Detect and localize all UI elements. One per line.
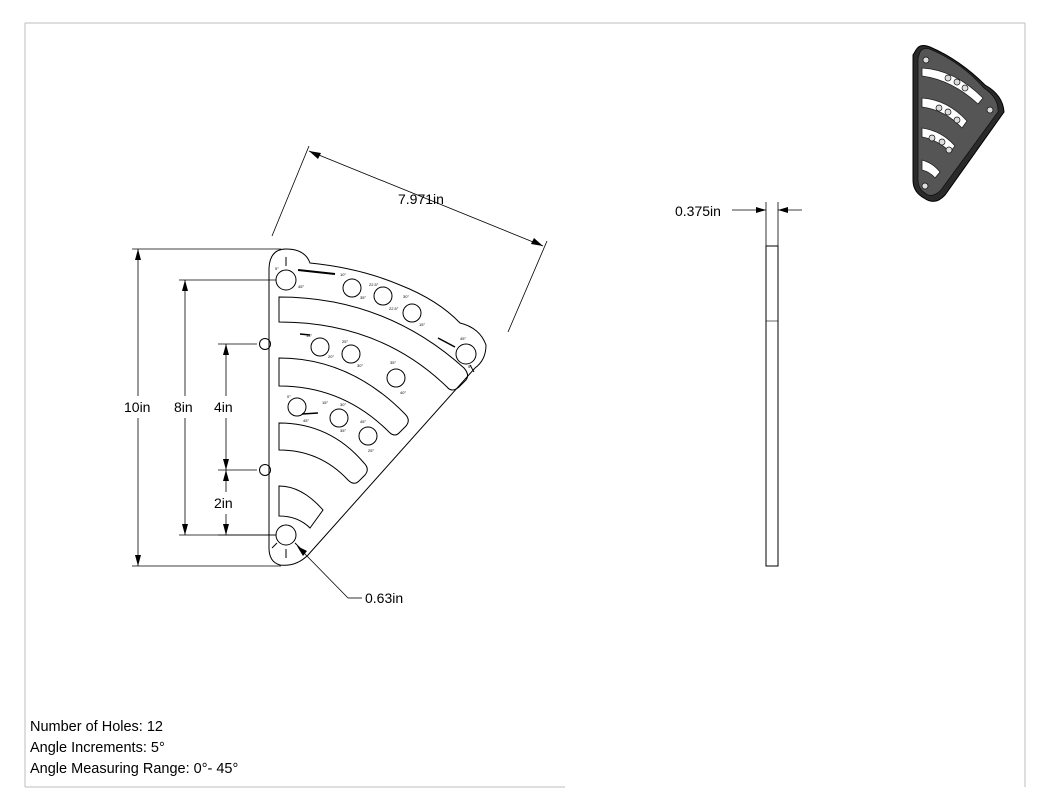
pivot-hole-top bbox=[275, 269, 297, 291]
plate-label: 5° bbox=[468, 364, 472, 369]
pivot-hole-bottom bbox=[275, 524, 297, 546]
arrowhead bbox=[756, 207, 766, 213]
preview-hole bbox=[944, 74, 952, 82]
plate-label: 40° bbox=[400, 390, 406, 395]
preview-hole bbox=[922, 56, 930, 64]
angle-hole bbox=[287, 397, 307, 417]
slot-3 bbox=[278, 422, 368, 484]
preview-hole bbox=[961, 84, 969, 92]
plate-label: 10° bbox=[340, 272, 346, 277]
preview-slot bbox=[921, 67, 984, 105]
dimension-line bbox=[308, 150, 544, 247]
plate-label: 30° bbox=[403, 294, 409, 299]
slot-2 bbox=[278, 357, 409, 436]
arrowhead bbox=[135, 249, 141, 260]
plate-label: 35° bbox=[340, 428, 346, 433]
note-number-of-holes: Number of Holes: 12 bbox=[30, 719, 163, 735]
side-profile bbox=[765, 245, 779, 567]
dim-hole-diameter-label: 0.63in bbox=[365, 590, 403, 606]
preview-hole bbox=[938, 138, 946, 146]
plate-label: 45° bbox=[360, 419, 366, 424]
note-angle-increments: Angle Increments: 5° bbox=[30, 740, 165, 756]
plate-outline bbox=[268, 248, 487, 566]
engraved-line bbox=[299, 333, 311, 336]
plate-label: 30° bbox=[357, 363, 363, 368]
preview-hole bbox=[944, 108, 952, 116]
plate-label: 30° bbox=[340, 402, 346, 407]
plate-label: 20° bbox=[328, 354, 334, 359]
arrowheads bbox=[135, 151, 788, 566]
angle-hole bbox=[386, 368, 406, 388]
dimension-lines bbox=[132, 145, 802, 599]
arrowhead bbox=[223, 344, 229, 355]
plate-label: 45° bbox=[303, 418, 309, 423]
plate-label: 25° bbox=[342, 339, 348, 344]
plate-label: 15° bbox=[322, 400, 328, 405]
preview-hole bbox=[935, 104, 943, 112]
side-view bbox=[765, 245, 779, 567]
plate-label: 5° bbox=[275, 266, 279, 271]
plate-label: 45° bbox=[298, 284, 304, 289]
dim-width-label: 7.971in bbox=[398, 191, 444, 207]
arrowhead bbox=[297, 546, 307, 556]
dim-side-spacing-label: 4in bbox=[214, 399, 233, 415]
angle-hole bbox=[310, 337, 330, 357]
angle-hole bbox=[373, 286, 393, 306]
side-hole-upper bbox=[259, 338, 271, 350]
arrowhead bbox=[223, 470, 229, 481]
plate-label: 15° bbox=[419, 322, 425, 327]
arrowhead bbox=[135, 555, 141, 566]
plate-label: 45° bbox=[460, 336, 466, 341]
arrowhead bbox=[223, 459, 229, 470]
dim-thickness-label: 0.375in bbox=[675, 203, 721, 219]
arrowhead bbox=[182, 280, 188, 291]
drawing-notes: Number of Holes: 12 Angle Increments: 5°… bbox=[30, 717, 238, 780]
engraved-line bbox=[301, 412, 319, 415]
angle-hole bbox=[329, 408, 349, 428]
dim-hole-span-label: 8in bbox=[174, 399, 193, 415]
angle-hole bbox=[342, 278, 362, 298]
extension-line bbox=[507, 240, 548, 333]
plate-labels: 5° 10° 22.5° 30° 45° 45° 35° 22.5° 15° 1… bbox=[275, 266, 472, 453]
corner-hole-right bbox=[455, 343, 477, 365]
plate-label: 35° bbox=[390, 360, 396, 365]
angle-hole bbox=[358, 426, 378, 446]
slot-1 bbox=[278, 296, 469, 391]
corner-tick bbox=[469, 364, 475, 373]
plate-label: 35° bbox=[360, 295, 366, 300]
pivot-tick bbox=[271, 542, 278, 549]
preview-hole bbox=[928, 134, 936, 142]
preview-slot bbox=[921, 159, 941, 179]
engraved-line bbox=[297, 269, 336, 275]
arrowhead bbox=[223, 524, 229, 535]
isometric-preview bbox=[912, 45, 1005, 202]
preview-hole bbox=[953, 78, 961, 86]
dim-lower-hole-label: 2in bbox=[214, 495, 233, 511]
preview-hole bbox=[953, 116, 961, 124]
note-angle-range: Angle Measuring Range: 0°- 45° bbox=[30, 761, 239, 777]
plate-label: 0° bbox=[287, 394, 291, 399]
arrowhead bbox=[778, 207, 788, 213]
slot-4 bbox=[278, 485, 324, 529]
arrowhead bbox=[309, 151, 321, 159]
plate-label: 25° bbox=[368, 448, 374, 453]
engraved-line bbox=[437, 337, 456, 348]
extension-line bbox=[271, 145, 310, 237]
preview-hole bbox=[986, 106, 994, 114]
leader-line bbox=[303, 552, 349, 599]
side-hole-lower bbox=[259, 464, 271, 476]
dim-overall-height-label: 10in bbox=[124, 399, 150, 415]
plate-label: 22.5° bbox=[389, 306, 399, 311]
angle-hole bbox=[402, 303, 422, 323]
front-view bbox=[259, 248, 487, 566]
plate-label: 15° bbox=[306, 333, 312, 338]
plate-label: 22.5° bbox=[369, 282, 379, 287]
preview-hole bbox=[945, 146, 953, 154]
preview-hole bbox=[921, 182, 929, 190]
arrowhead bbox=[531, 238, 543, 246]
arrowhead bbox=[182, 524, 188, 535]
angle-hole bbox=[341, 344, 361, 364]
